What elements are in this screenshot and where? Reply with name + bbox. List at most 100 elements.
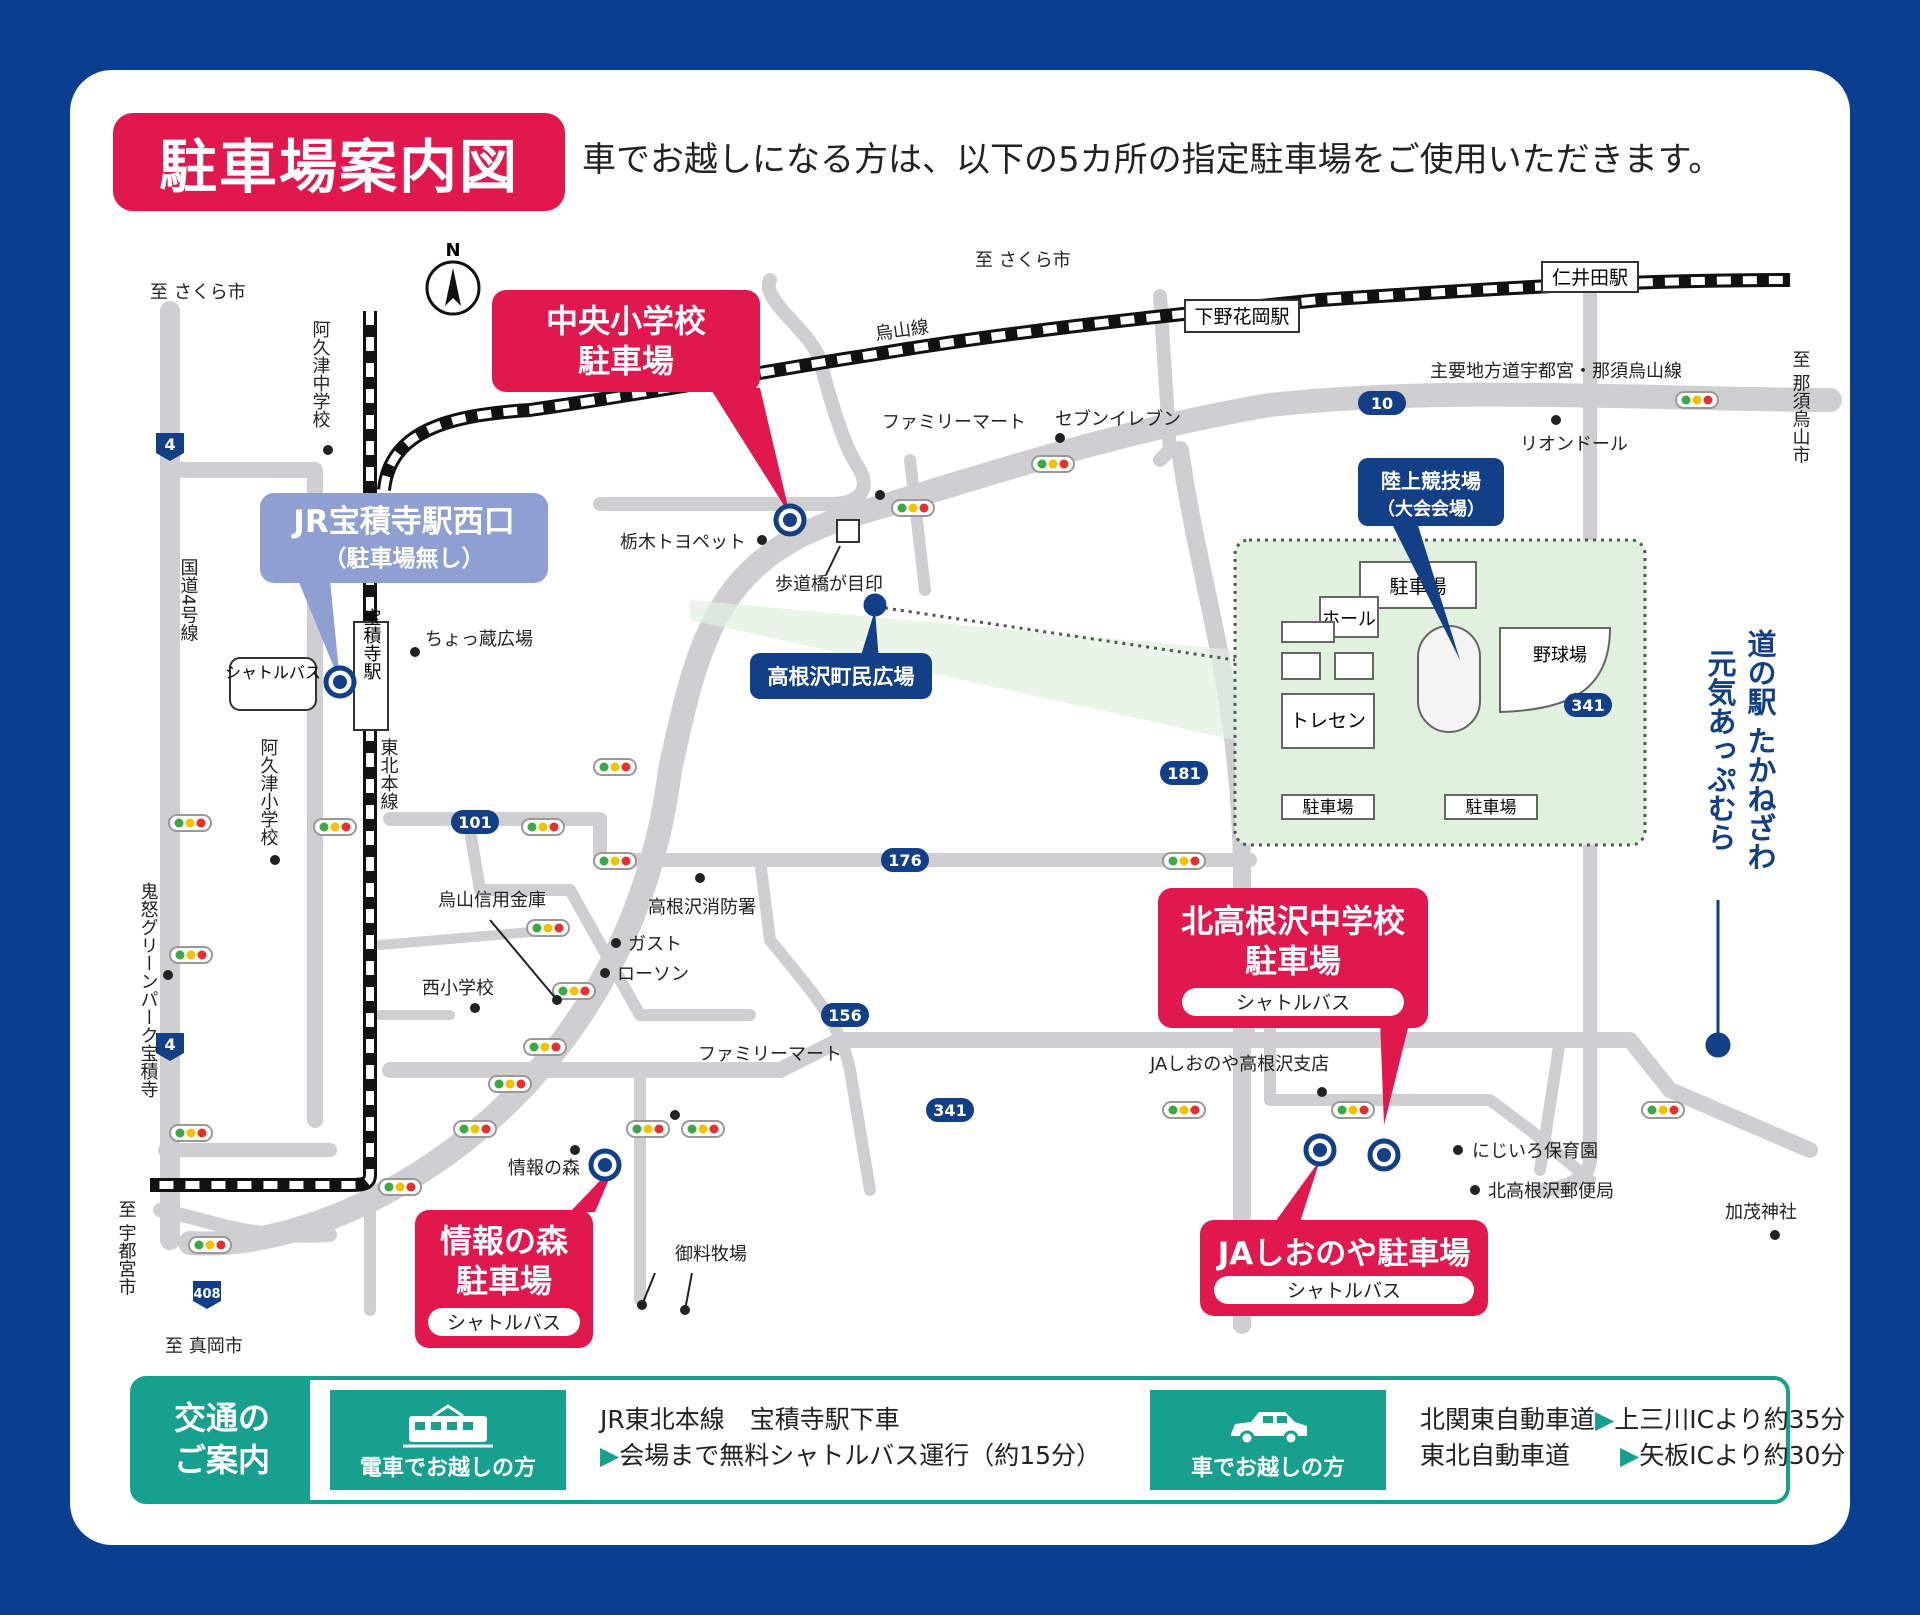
callout-kitatakanezawa-line1: 北高根沢中学校 — [1181, 902, 1405, 940]
page-subtitle: 車でお越しになる方は、以下の5カ所の指定駐車場をご使用いただきます。 — [582, 140, 1723, 180]
north-arrow: N — [425, 240, 481, 316]
callout-joho-shuttle: シャトルバス — [447, 1312, 561, 1334]
shield-route-341b: 341 — [1571, 696, 1604, 715]
shield-route-341a: 341 — [933, 1101, 966, 1120]
venue-baseball-label: 野球場 — [1533, 645, 1587, 666]
parking-markers — [323, 503, 1731, 1182]
landmark-footbridge: 歩道橋が目印 — [775, 574, 883, 595]
venue-track — [1417, 625, 1481, 733]
callout-ja-label: JAしおのや駐車場 — [1216, 1236, 1471, 1272]
landmark-akutsu-es: 阿久津小学校 — [258, 738, 279, 846]
footbridge-marker — [836, 519, 860, 543]
venue-parking-bl — [1281, 794, 1375, 820]
venue-parking-br-label: 駐車場 — [1466, 798, 1517, 818]
station-labels: 下野花岡駅 仁井田駅 — [1184, 261, 1639, 333]
car-label: 車でお越しの方 — [1190, 1456, 1345, 1481]
callout-plaza — [750, 653, 932, 699]
landmark-karasuyama-shinkin: 烏山信用金庫 — [438, 890, 546, 911]
train-info-box: 電車でお越しの方 — [330, 1390, 566, 1490]
venue-area: 駐車場 ホール トレセン 野球場 駐車場 駐車場 — [690, 538, 1647, 847]
landmark-leon-dor: リオンドール — [1520, 434, 1628, 455]
shield-route-101: 101 — [458, 813, 491, 832]
landmark-post-office: 北高根沢郵便局 — [1488, 1181, 1614, 1202]
dest-moka: 至 真岡市 — [165, 1336, 243, 1357]
shield-route-10: 10 — [1371, 394, 1393, 413]
landmark-seven-eleven: セブンイレブン — [1055, 408, 1181, 430]
train-info-text: JR東北本線 宝積寺駅下車 ▶会場まで無料シャトルバス運行（約15分） — [600, 1402, 1101, 1475]
landmark-ja-branch: JAしおのや高根沢支店 — [1149, 1054, 1329, 1075]
car-line-1-time: 上三川ICより約35分 — [1614, 1405, 1846, 1434]
label-pref-road: 主要地方道宇都宮・那須烏山線 — [1430, 361, 1682, 382]
marker-plaza — [863, 593, 887, 617]
train-line-1: JR東北本線 宝積寺駅下車 — [600, 1405, 900, 1434]
station-nii: 仁井田駅 — [1552, 267, 1628, 289]
car-line-2-time: 矢板ICより約30分 — [1639, 1441, 1846, 1471]
landmark-labels: 阿久津中学校 阿久津小学校 鬼怒グリーンパーク宝積寺 ちょっ蔵広場 ファミリーマ… — [138, 320, 1798, 1265]
shield-route-4b: 4 — [164, 1035, 175, 1054]
landmark-chozo: ちょっ蔵広場 — [425, 629, 533, 650]
callout-jr-west-line2: （駐車場無し） — [324, 545, 485, 572]
landmark-goryo-farm: 御料牧場 — [675, 1244, 747, 1265]
callouts: 中央小学校 駐車場 JR宝積寺駅西口 （駐車場無し） 陸上競技場 （大会会場） … — [260, 290, 1777, 1348]
train-line-2: 会場まで無料シャトルバス運行（約15分） — [619, 1441, 1102, 1471]
landmark-gusto: ガスト — [628, 934, 682, 955]
page-title: 駐車場案内図 — [113, 113, 565, 211]
venue-parking-bl-label: 駐車場 — [1303, 798, 1354, 818]
landmark-family-mart-2: ファミリーマート — [698, 1044, 842, 1065]
callout-jr-west — [260, 493, 548, 583]
car-info-box: 車でお越しの方 — [1150, 1390, 1386, 1490]
callout-roadside-station-line1: 道の駅 たかねざわ — [1743, 628, 1777, 871]
traffic-heading-line2: ご案内 — [173, 1441, 270, 1479]
callout-chuo — [492, 290, 760, 392]
callout-kitatakanezawa-line2: 駐車場 — [1245, 942, 1341, 980]
train-label: 電車でお越しの方 — [359, 1456, 536, 1481]
destination-labels: 至 さくら市 至 さくら市 至 那須烏山市 至 宇都宮市 至 真岡市 — [116, 250, 1811, 1357]
traffic-info-panel: 交通の ご案内 電車でお越しの方 JR東北本線 宝積寺駅下車 ▶会場まで無料シャ… — [130, 1376, 1845, 1504]
label-tohoku-line: 東北本線 — [378, 738, 399, 810]
callout-chuo-line2: 駐車場 — [578, 342, 674, 380]
callout-stadium-line1: 陸上競技場 — [1381, 469, 1481, 493]
venue-hall-label: ホール — [1322, 609, 1376, 630]
landmark-family-mart-1: ファミリーマート — [882, 412, 1026, 433]
map-canvas: 宝積寺駅 駐車場 ホール トレセン 野球場 駐車場 駐車場 下野花岡駅 仁井田駅… — [116, 240, 1842, 1357]
shield-route-408: 408 — [193, 1287, 220, 1302]
callout-joho-line2: 駐車場 — [456, 1262, 552, 1300]
callout-plaza-label: 高根沢町民広場 — [768, 665, 915, 689]
landmark-kinugawa: 鬼怒グリーンパーク宝積寺 — [138, 882, 159, 1098]
callout-jr-west-line1: JR宝積寺駅西口 — [291, 504, 514, 540]
callout-ja-shuttle: シャトルバス — [1287, 1280, 1401, 1302]
traffic-heading-line1: 交通の — [173, 1399, 270, 1438]
callout-stadium — [1358, 458, 1504, 526]
landmark-lawson: ローソン — [617, 964, 689, 985]
traffic-heading: 交通の ご案内 — [134, 1380, 310, 1500]
route-shields: 4 4 10 101 176 156 181 341 341 408 — [156, 391, 1612, 1309]
callout-stadium-line2: （大会会場） — [1377, 498, 1485, 520]
leader-lines — [489, 545, 841, 1311]
label-route4: 国道4号線 — [178, 558, 199, 641]
landmark-nishi-es: 西小学校 — [422, 978, 494, 999]
landmark-joho-forest: 情報の森 — [508, 1158, 580, 1179]
north-label: N — [445, 240, 460, 261]
dest-sakura-top: 至 さくら市 — [975, 250, 1071, 271]
hoshakuji-station — [353, 621, 389, 731]
marker-roadside-station — [1705, 1032, 1731, 1058]
landmark-tochigi-toyopet: 栃木トヨペット — [620, 532, 746, 553]
venue-baseball — [1499, 627, 1612, 714]
dest-utsunomiya: 至 宇都宮市 — [116, 1200, 137, 1296]
landmark-kamo-shrine: 加茂神社 — [1725, 1202, 1797, 1223]
landmark-dots — [163, 415, 1780, 1315]
shield-route-176: 176 — [888, 851, 921, 870]
railways — [150, 273, 1791, 1192]
dest-nasu-karasuyama: 至 那須烏山市 — [1790, 350, 1811, 464]
venue-training-label: トレセン — [1290, 710, 1366, 732]
train-icon — [403, 1404, 493, 1448]
venue-parking-br — [1444, 794, 1538, 820]
shuttle-bus-label: シャトルバス — [225, 663, 321, 682]
venue-pointer-line — [884, 606, 1236, 662]
landmark-nijiiro: にじいろ保育園 — [1472, 1141, 1598, 1162]
shield-route-156: 156 — [828, 1006, 861, 1025]
shuttle-bus-stop: シャトルバス — [225, 657, 321, 711]
shield-route-4a: 4 — [164, 435, 175, 454]
landmark-akutsu-jhs: 阿久津中学校 — [310, 320, 331, 428]
station-shimotsuke-hanaoka: 下野花岡駅 — [1194, 306, 1289, 328]
